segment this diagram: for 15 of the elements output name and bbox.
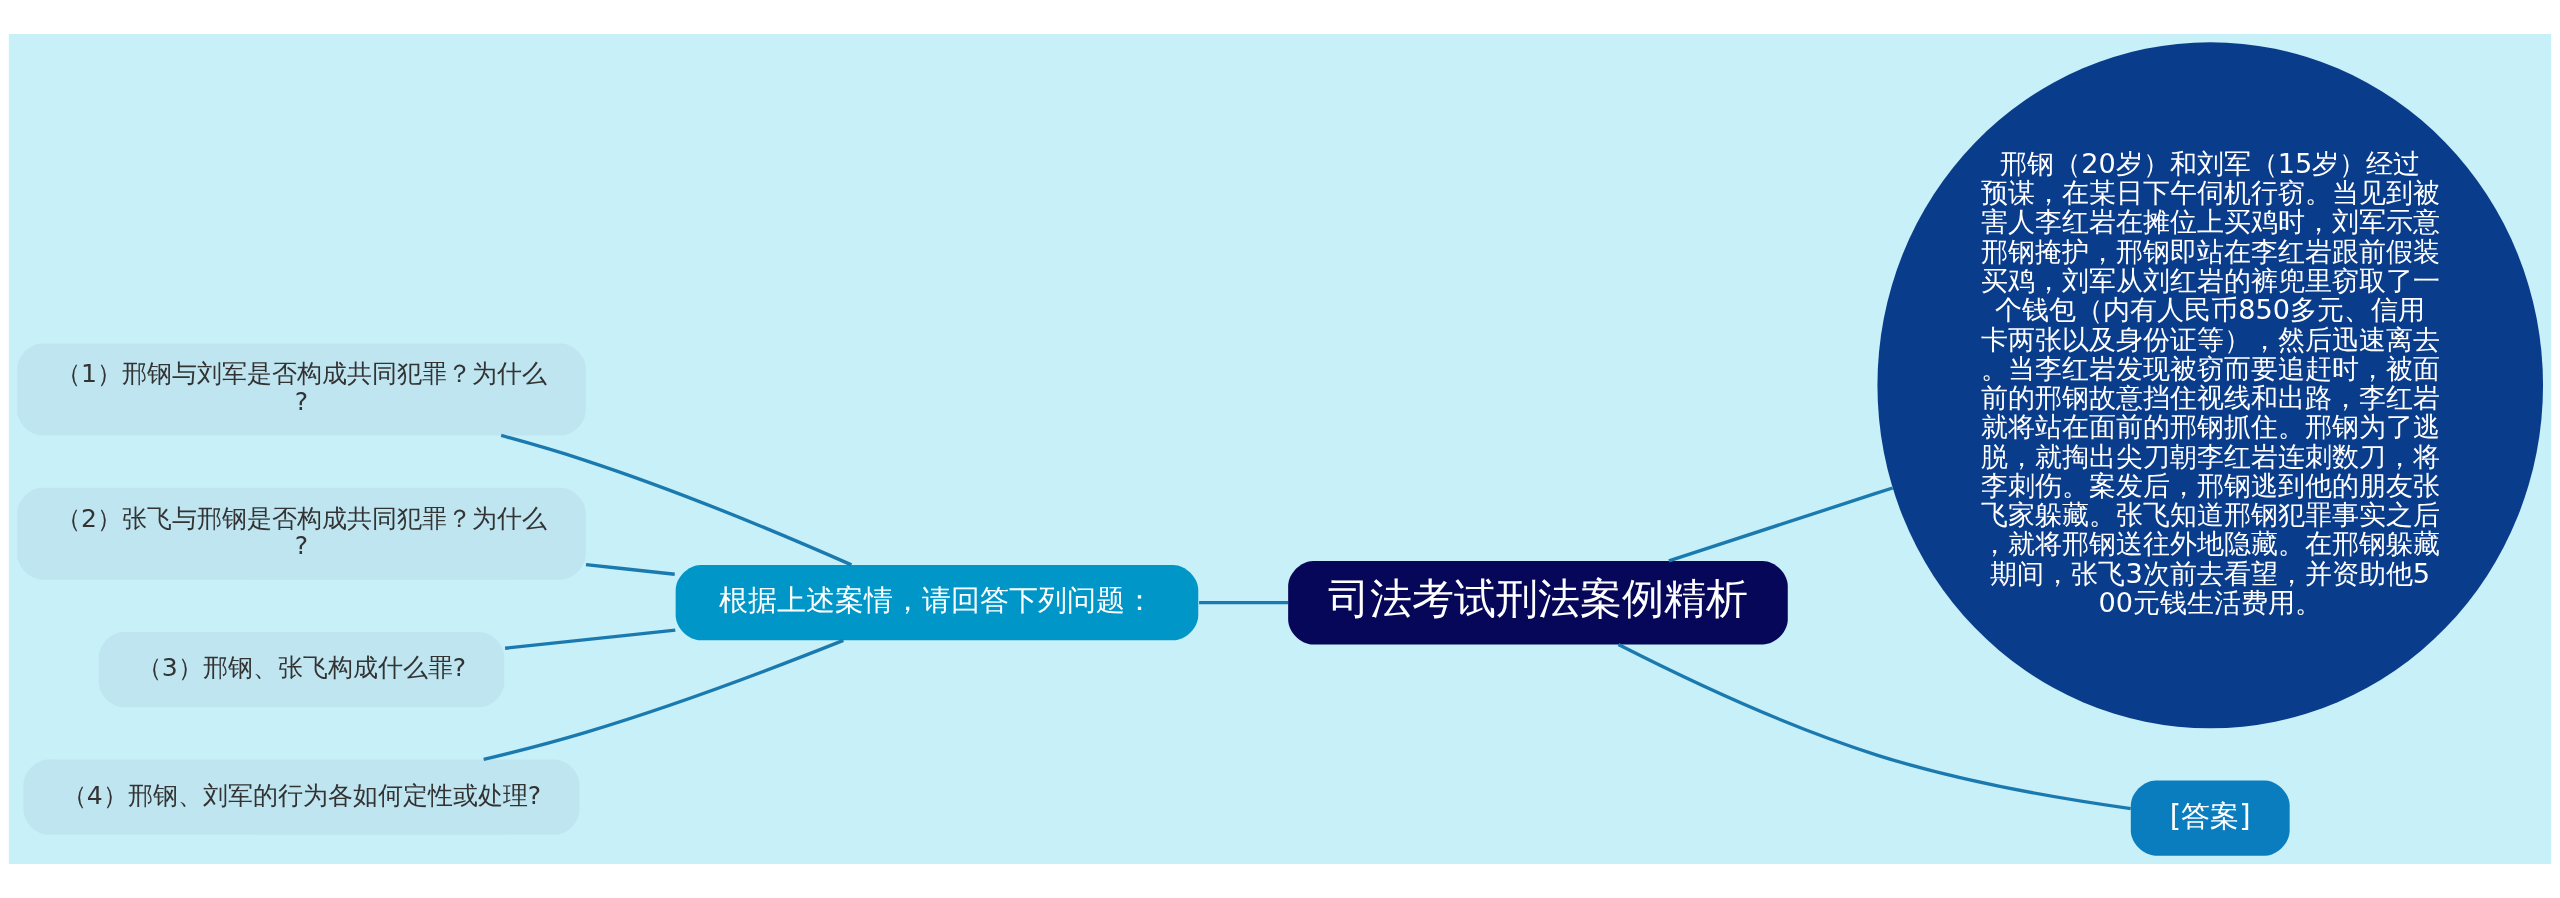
node-box: （4）邢钢、刘军的行为各如何定性或处理? [23,759,580,835]
node-box: [答案] [2130,780,2290,856]
node-box: 司法考试刑法案例精析 [1288,560,1788,645]
connector [1668,486,1894,563]
connector [1199,601,1288,605]
connector [585,562,675,576]
connector [504,628,676,650]
node-box: （2）张飞与邢钢是否构成共同犯罪？为什么? [17,487,586,580]
node-box: （1）邢钢与刘军是否构成共同犯罪？为什么? [17,343,586,436]
node-box: （3）邢钢、张飞构成什么罪? [98,631,505,708]
connector [483,638,844,762]
connector [1617,643,2131,811]
node-circle: 邢钢（20岁）和刘军（15岁）经过预谋，在某日下午伺机行窃。当见到被害人李红岩在摊位上买鸡时，刘军示意邢钢掩护，邢钢即站在李红岩跟前假装买鸡，刘军从刘红岩的裤兜里窃取了一个钱包（内有人民币850多元、信用卡两张以及身份证等），然后迅速离去。当李红岩发现被窃而要追赶时，被面前的邢钢故意挡住视线和出路，李红岩就将站在面前的邢钢抓住。邢钢为了逃脱，就掏出尖刀朝李红岩连刺数刀，将李刺伤。案发后，邢钢逃到他的朋友张飞家躲藏。张飞知道邢钢犯罪事实之后，就将邢钢送往外地隐藏。在邢钢躲藏期间，张飞3次前去看望，并资助他500元钱生活费用。 [1877,42,2544,729]
node-box: 根据上述案情，请回答下列问题： [675,565,1199,641]
connector [500,433,853,567]
